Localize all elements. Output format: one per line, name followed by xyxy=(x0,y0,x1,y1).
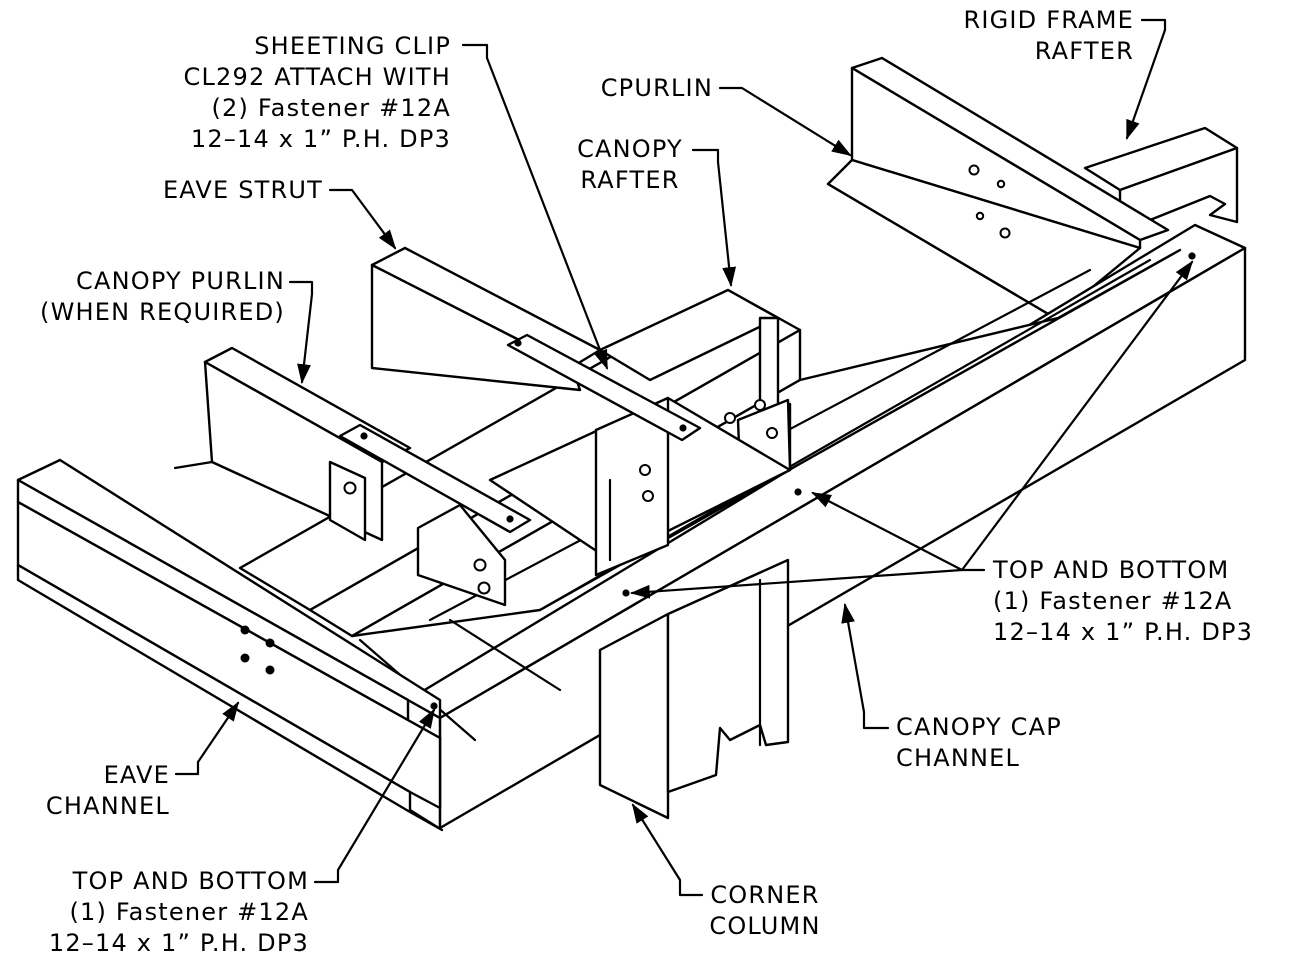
label-eave-strut: EAVE STRUT xyxy=(162,176,323,204)
back-purlin xyxy=(826,56,1170,320)
eave-channel xyxy=(16,458,444,832)
label-cpurlin: CPURLIN xyxy=(600,74,713,102)
cap-fastener-3 xyxy=(1188,252,1196,260)
corner-column xyxy=(598,558,790,820)
cap-fastener-4 xyxy=(430,702,438,710)
label-canopy-purlin: CANOPY PURLIN(WHEN REQUIRED) xyxy=(40,267,285,326)
cap-fastener-2 xyxy=(794,488,802,496)
sheeting-clip-strap-lower xyxy=(338,423,532,534)
cap-fastener-1 xyxy=(622,589,630,597)
clip-plate-left xyxy=(328,460,367,542)
leader-lines xyxy=(174,18,1194,897)
sheeting-clip-strap-upper xyxy=(506,333,702,442)
clip-plate-lower xyxy=(416,503,507,607)
center-cross-member xyxy=(488,396,792,577)
